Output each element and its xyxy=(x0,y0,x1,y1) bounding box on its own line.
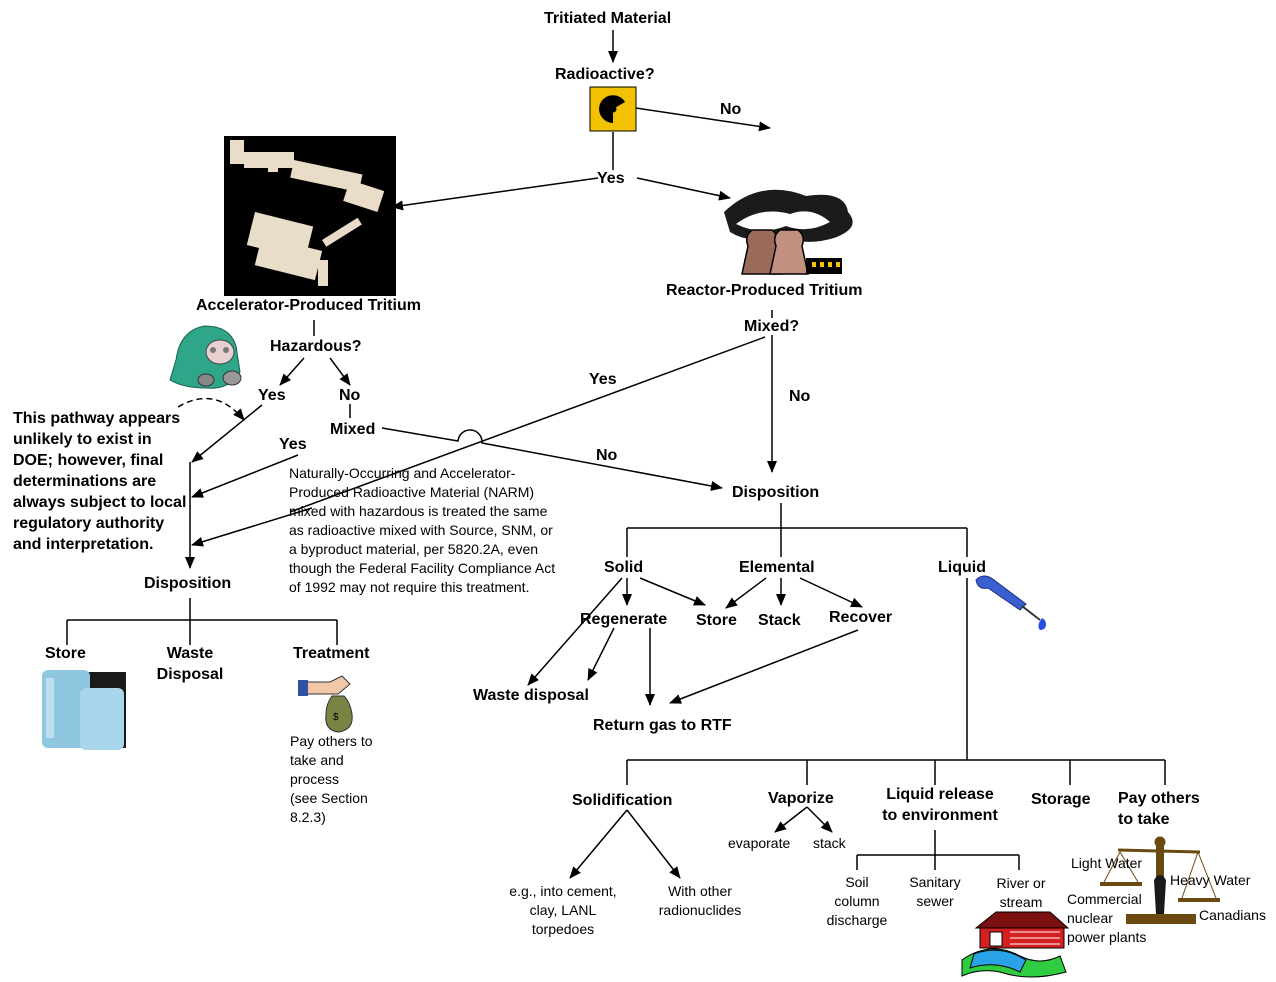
radiation-symbol-icon xyxy=(589,86,637,132)
mixed-question: Mixed? xyxy=(744,318,800,335)
mixed-question-no-label: No xyxy=(789,388,811,405)
cement-line2: clay, LANL xyxy=(529,902,597,918)
storage-label: Storage xyxy=(1031,791,1091,808)
regenerate-label: Regenerate xyxy=(580,611,668,628)
hazardous-yes-label: Yes xyxy=(258,387,286,404)
hazmat-worker-icon xyxy=(169,325,242,389)
evaporate-label: evaporate xyxy=(728,835,791,851)
narm-note: Naturally-Occurring and Accelerator-Prod… xyxy=(289,465,556,595)
store-mid-label: Store xyxy=(696,612,737,629)
pay-process-line3: process xyxy=(290,771,340,787)
pathway-note: This pathway appears unlikely to exist i… xyxy=(13,410,187,553)
mixed-label: Mixed xyxy=(330,421,376,438)
stack-small-label: stack xyxy=(813,835,846,851)
river-line2: stream xyxy=(999,894,1043,910)
waste-disposal-label-line2: Disposal xyxy=(156,666,224,683)
pay-process-line1: Pay others to xyxy=(290,733,373,749)
commercial-line2: nuclear xyxy=(1067,910,1113,926)
river-line1: River or xyxy=(996,875,1046,891)
accelerator-facility-image xyxy=(224,136,396,296)
svg-text:$: $ xyxy=(333,712,339,723)
waste-disposal-label-line1: Waste xyxy=(166,645,214,662)
recover-label: Recover xyxy=(829,609,893,626)
radioactive-yes-label: Yes xyxy=(597,170,625,187)
mixed-question-yes-label: Yes xyxy=(589,371,617,388)
soil-line2: column xyxy=(834,893,880,909)
other-radionuclides-line1: With other xyxy=(668,883,732,899)
pay-others-label-line2: to take xyxy=(1118,811,1170,828)
cooling-towers-icon xyxy=(724,189,853,275)
light-water-label: Light Water xyxy=(1071,855,1143,871)
store-left-label: Store xyxy=(45,645,86,662)
commercial-line3: power plants xyxy=(1067,929,1147,945)
solid-label: Solid xyxy=(604,559,644,576)
canadians-label: Canadians xyxy=(1199,907,1266,923)
tritiated-material-label: Tritiated Material xyxy=(544,10,672,27)
liquid-release-label-line1: Liquid release xyxy=(886,786,994,803)
solidification-label: Solidification xyxy=(572,792,673,809)
sanitary-line1: Sanitary xyxy=(909,874,961,890)
cement-line3: torpedoes xyxy=(531,921,595,937)
treatment-label: Treatment xyxy=(293,645,370,662)
liquid-release-label-line2: to environment xyxy=(882,807,998,824)
pay-others-label-line1: Pay others xyxy=(1118,790,1200,807)
money-bag-hand-icon: $ xyxy=(298,675,353,733)
soil-line3: discharge xyxy=(826,912,888,928)
radioactive-no-label: No xyxy=(720,101,742,118)
hazardous-question: Hazardous? xyxy=(270,338,362,355)
connector-lines xyxy=(66,30,1166,879)
mixed-yes-label: Yes xyxy=(279,436,307,453)
sanitary-line2: sewer xyxy=(916,893,954,909)
waste-disposal-mid-label: Waste disposal xyxy=(473,687,589,704)
mixed-no-label: No xyxy=(596,447,618,464)
soil-line1: Soil xyxy=(845,874,869,890)
accelerator-produced-tritium-label: Accelerator-Produced Tritium xyxy=(196,297,421,314)
radioactive-question: Radioactive? xyxy=(555,66,655,83)
storage-barrels-icon xyxy=(42,670,126,750)
cement-line1: e.g., into cement, xyxy=(509,883,617,899)
pay-process-line5: 8.2.3) xyxy=(290,809,326,825)
balance-scale-icon xyxy=(1100,836,1220,924)
commercial-line1: Commercial xyxy=(1067,891,1142,907)
elemental-label: Elemental xyxy=(739,559,815,576)
other-radionuclides-line2: radionuclides xyxy=(658,902,742,918)
pay-process-line4: (see Section xyxy=(290,790,368,806)
pay-process-line2: take and xyxy=(290,752,344,768)
heavy-water-label: Heavy Water xyxy=(1170,872,1251,888)
disposition-right-label: Disposition xyxy=(732,484,820,501)
covered-bridge-river-icon xyxy=(961,911,1070,978)
hazardous-no-label: No xyxy=(339,387,361,404)
reactor-produced-tritium-label: Reactor-Produced Tritium xyxy=(666,282,863,299)
stack-label: Stack xyxy=(758,612,801,629)
vaporize-label: Vaporize xyxy=(768,790,834,807)
return-gas-label: Return gas to RTF xyxy=(593,717,732,734)
disposition-left-label: Disposition xyxy=(144,575,232,592)
dropper-icon xyxy=(975,575,1046,630)
liquid-label: Liquid xyxy=(938,559,986,576)
